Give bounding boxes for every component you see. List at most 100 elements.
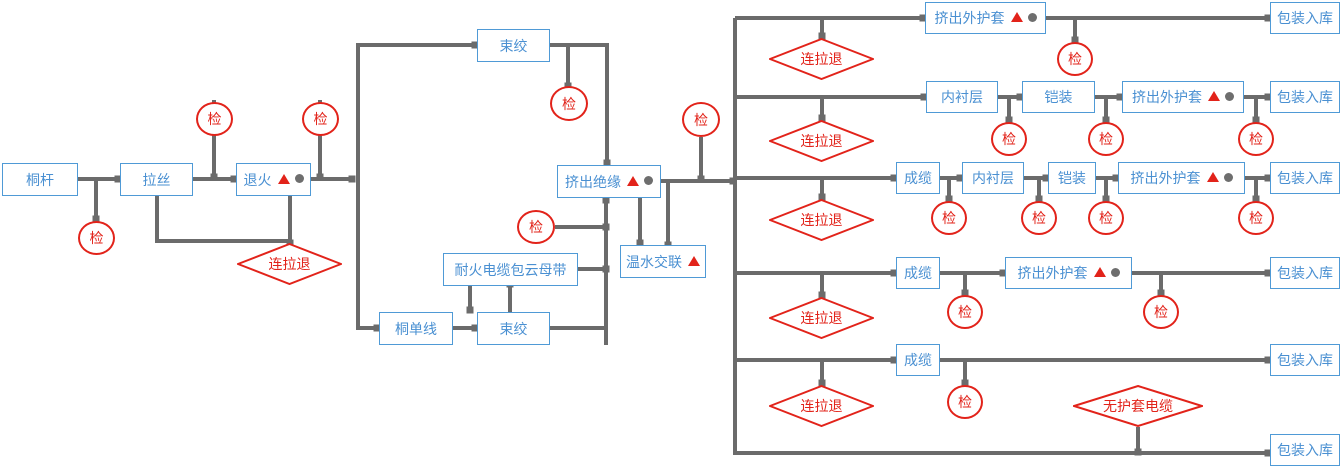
process-box-n-tongdanxian[interactable]: 桐单线 <box>379 312 453 345</box>
process-box-r3-kaizhuang[interactable]: 铠装 <box>1048 162 1096 194</box>
process-box-r3-neichen[interactable]: 内衬层 <box>962 162 1024 194</box>
process-box-r4-jichu[interactable]: 挤出外护套 <box>1005 257 1132 289</box>
triangle-marker-icon <box>1208 91 1220 101</box>
inspection-label: 检 <box>207 111 222 127</box>
process-box-n-shujiao-top[interactable]: 束绞 <box>477 29 550 62</box>
decision-label: 连拉退 <box>800 310 843 326</box>
process-box-r1-jichu[interactable]: 挤出外护套 <box>925 2 1046 34</box>
inspection-label: 检 <box>942 210 956 226</box>
process-box-label: 成缆 <box>904 352 932 368</box>
process-box-r3-chenglan[interactable]: 成缆 <box>896 162 940 194</box>
process-box-r4-baozhuang[interactable]: 包装入库 <box>1270 257 1340 289</box>
diamond-shape-icon <box>769 385 874 427</box>
inspection-label: 检 <box>562 95 576 112</box>
inspection-node-i-7[interactable]: 检 <box>1057 42 1093 76</box>
inspection-node-i-14[interactable]: 检 <box>1238 201 1274 235</box>
inspection-label: 检 <box>89 230 104 246</box>
process-box-r2-neichen[interactable]: 内衬层 <box>926 81 998 113</box>
process-box-r2-jichu[interactable]: 挤出外护套 <box>1122 81 1244 113</box>
process-box-n-tonggan[interactable]: 桐杆 <box>2 163 78 196</box>
process-box-label: 温水交联 <box>626 253 682 270</box>
process-box-label: 包装入库 <box>1277 170 1333 186</box>
process-box-n-naihuo[interactable]: 耐火电缆包云母带 <box>443 253 578 286</box>
process-box-label: 包装入库 <box>1277 442 1333 458</box>
process-box-label: 束绞 <box>499 37 528 54</box>
process-box-label: 挤出外护套 <box>934 10 1005 26</box>
process-box-label: 包装入库 <box>1277 89 1333 105</box>
process-box-r2-kaizhuang[interactable]: 铠装 <box>1022 81 1095 113</box>
process-box-n-shujiao-bot[interactable]: 束绞 <box>477 312 550 345</box>
decision-label: 连拉退 <box>268 256 311 272</box>
process-box-r2-baozhuang[interactable]: 包装入库 <box>1270 81 1340 113</box>
inspection-label: 检 <box>958 394 972 410</box>
inspection-label: 检 <box>1099 131 1113 147</box>
process-box-label: 桐单线 <box>395 320 437 337</box>
decision-node-d-1[interactable]: 连拉退 <box>769 38 874 80</box>
inspection-label: 检 <box>1154 304 1168 320</box>
decision-node-d-2[interactable]: 连拉退 <box>769 120 874 162</box>
process-box-r4-chenglan[interactable]: 成缆 <box>896 257 940 289</box>
inspection-label: 检 <box>529 219 543 235</box>
process-box-r3-jichu[interactable]: 挤出外护套 <box>1118 162 1245 194</box>
inspection-node-i-11[interactable]: 检 <box>931 201 967 235</box>
inspection-node-i-15[interactable]: 检 <box>947 295 983 329</box>
process-box-r5-baozhuang[interactable]: 包装入库 <box>1270 344 1340 376</box>
inspection-node-i-2[interactable]: 检 <box>196 102 233 136</box>
diamond-shape-icon <box>769 38 874 80</box>
decision-node-d-6[interactable]: 无护套电缆 <box>1073 385 1203 427</box>
process-box-label: 耐火电缆包云母带 <box>454 261 567 278</box>
process-box-label: 包装入库 <box>1277 265 1333 281</box>
triangle-marker-icon <box>688 255 700 266</box>
dot-marker-icon <box>1225 91 1234 101</box>
process-box-n-wenshui[interactable]: 温水交联 <box>620 245 706 278</box>
dot-marker-icon <box>1027 12 1037 22</box>
process-box-label: 包装入库 <box>1277 352 1333 368</box>
diamond-shape-icon <box>769 297 874 339</box>
dot-marker-icon <box>644 176 653 185</box>
decision-node-d-4[interactable]: 连拉退 <box>769 297 874 339</box>
triangle-marker-icon <box>1010 12 1023 22</box>
inspection-node-i-4[interactable]: 检 <box>550 86 588 121</box>
process-box-label: 挤出外护套 <box>1130 170 1201 186</box>
decision-node-d-0[interactable]: 连拉退 <box>237 243 342 285</box>
process-box-label: 挤出外护套 <box>1017 265 1088 281</box>
decision-node-d-3[interactable]: 连拉退 <box>769 199 874 241</box>
inspection-label: 检 <box>1249 210 1263 226</box>
process-box-r6-baozhuang[interactable]: 包装入库 <box>1270 434 1340 466</box>
process-box-r5-chenglan[interactable]: 成缆 <box>896 344 940 376</box>
inspection-node-i-5[interactable]: 检 <box>517 210 555 244</box>
inspection-node-i-16[interactable]: 检 <box>1143 295 1179 329</box>
process-box-n-lasi[interactable]: 拉丝 <box>120 163 193 196</box>
inspection-label: 检 <box>958 304 972 320</box>
diamond-shape-icon <box>1073 385 1203 427</box>
inspection-node-i-9[interactable]: 检 <box>1088 122 1124 156</box>
inspection-node-i-13[interactable]: 检 <box>1088 201 1124 235</box>
process-box-n-tuihuo[interactable]: 退火 <box>236 163 311 196</box>
dot-marker-icon <box>1110 267 1120 277</box>
inspection-node-i-3[interactable]: 检 <box>302 102 339 136</box>
process-box-r3-baozhuang[interactable]: 包装入库 <box>1270 162 1340 194</box>
process-box-label: 铠装 <box>1044 89 1073 105</box>
inspection-label: 检 <box>1002 131 1016 147</box>
inspection-node-i-12[interactable]: 检 <box>1021 201 1057 235</box>
inspection-node-i-6[interactable]: 检 <box>682 102 720 137</box>
process-box-label: 内衬层 <box>972 170 1014 186</box>
process-box-label: 内衬层 <box>941 89 983 105</box>
process-box-label: 拉丝 <box>142 171 171 188</box>
inspection-node-i-1[interactable]: 检 <box>78 221 115 255</box>
process-box-r1-baozhuang[interactable]: 包装入库 <box>1270 2 1340 34</box>
process-box-label: 挤出绝缘 <box>565 173 621 190</box>
inspection-node-i-17[interactable]: 检 <box>947 385 983 419</box>
decision-label: 连拉退 <box>800 51 843 67</box>
inspection-label: 检 <box>694 111 708 128</box>
decision-label: 无护套电缆 <box>1103 398 1173 414</box>
inspection-node-i-10[interactable]: 检 <box>1238 122 1274 156</box>
process-box-label: 挤出外护套 <box>1132 89 1202 105</box>
triangle-marker-icon <box>1206 172 1219 182</box>
triangle-marker-icon <box>1093 267 1106 277</box>
inspection-node-i-8[interactable]: 检 <box>991 122 1027 156</box>
process-box-n-jichujueyuan[interactable]: 挤出绝缘 <box>557 165 661 198</box>
decision-node-d-5[interactable]: 连拉退 <box>769 385 874 427</box>
inspection-label: 检 <box>1068 51 1082 67</box>
